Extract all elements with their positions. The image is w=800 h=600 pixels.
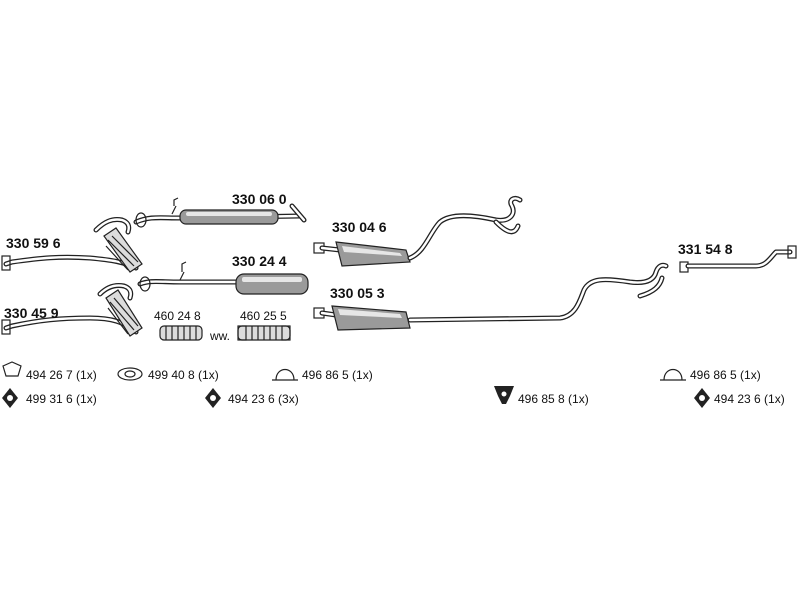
label-330-04-6: 330 04 6 bbox=[332, 219, 387, 235]
label-499-31-6: 499 31 6 (1x) bbox=[26, 392, 97, 406]
rubber-mount-hole-icon bbox=[7, 395, 13, 401]
hanger-hole-icon bbox=[501, 391, 507, 397]
rubber-mount-hole-icon-2 bbox=[210, 395, 216, 401]
clamp-icon bbox=[272, 368, 298, 381]
rubber-mount-hole-icon-3 bbox=[699, 395, 705, 401]
label-ww: ww. bbox=[209, 329, 230, 343]
clamp-icon-2 bbox=[660, 368, 686, 381]
label-330-05-3: 330 05 3 bbox=[330, 285, 385, 301]
label-331-54-8: 331 54 8 bbox=[678, 241, 733, 257]
front-pipe-330-59-6 bbox=[1, 217, 143, 273]
label-330-24-4: 330 24 4 bbox=[232, 253, 287, 269]
label-496-86-5-a: 496 86 5 (1x) bbox=[302, 368, 373, 382]
flange-gasket-icon bbox=[117, 367, 143, 381]
label-496-86-5-b: 496 86 5 (1x) bbox=[690, 368, 761, 382]
flex-pipe-460-24-8 bbox=[159, 325, 203, 341]
label-330-45-9: 330 45 9 bbox=[4, 305, 59, 321]
label-330-59-6: 330 59 6 bbox=[6, 235, 61, 251]
rear-muffler-330-04-6 bbox=[313, 195, 523, 267]
tail-pipe-331-54-8 bbox=[679, 245, 797, 273]
gasket-icon bbox=[2, 361, 22, 377]
label-496-85-8: 496 85 8 (1x) bbox=[518, 392, 589, 406]
flex-pipe-460-25-5 bbox=[237, 325, 291, 341]
label-460-24-8: 460 24 8 bbox=[154, 309, 201, 323]
label-499-40-8: 499 40 8 (1x) bbox=[148, 368, 219, 382]
flange-gasket-inner-icon bbox=[124, 370, 136, 378]
label-330-06-0: 330 06 0 bbox=[232, 191, 287, 207]
intermediate-pipe-330-06-0 bbox=[133, 197, 307, 228]
label-494-23-6-b: 494 23 6 (1x) bbox=[714, 392, 785, 406]
rear-muffler-330-05-3 bbox=[313, 262, 669, 331]
label-494-23-6-a: 494 23 6 (3x) bbox=[228, 392, 299, 406]
label-494-26-7: 494 26 7 (1x) bbox=[26, 368, 97, 382]
front-pipe-330-45-9 bbox=[1, 283, 143, 337]
label-460-25-5: 460 25 5 bbox=[240, 309, 287, 323]
intermediate-pipe-330-24-4 bbox=[137, 261, 309, 295]
